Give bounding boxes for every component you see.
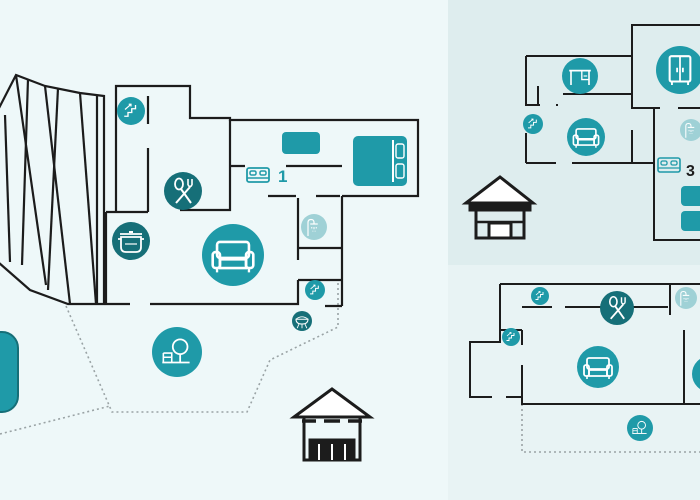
ground-floor-plan: 1 [0, 73, 420, 462]
pot-icon [112, 222, 150, 260]
pool-shape [0, 331, 19, 413]
stairs-icon [117, 97, 145, 125]
single-bed-shape [282, 132, 320, 154]
lower-floor-walls [469, 283, 700, 405]
sofa-icon [692, 359, 700, 389]
staircase-wing [0, 73, 106, 306]
room-number-1: 1 [278, 167, 287, 186]
bed-icon [657, 157, 681, 173]
stairs-icon [523, 114, 543, 134]
house-ground-floor-icon [289, 387, 375, 462]
lower-floor-background [448, 265, 700, 500]
room-number-3: 3 [686, 163, 695, 180]
shower-icon [675, 287, 697, 309]
stairs-icon [502, 328, 520, 346]
bed-icon [245, 163, 271, 187]
barbecue-icon [292, 311, 312, 331]
cutlery-icon [600, 291, 634, 325]
upper-bed-shape-2 [681, 211, 700, 231]
lower-terrace-outline [521, 404, 700, 453]
wardrobe-icon [656, 46, 700, 94]
sofa-icon [202, 224, 264, 286]
upper-floor-walls [525, 24, 700, 241]
upper-floor-plan: 3 [461, 24, 700, 241]
garden-outline [0, 405, 111, 435]
garden-tree-icon [152, 327, 202, 377]
stairs-icon [531, 287, 549, 305]
cutlery-icon [164, 172, 202, 210]
terrace-outline [65, 282, 339, 413]
sofa-icon [577, 346, 619, 388]
house-upper-floor-icon [461, 175, 538, 240]
shower-icon [680, 119, 700, 141]
upper-bed-shape-1 [681, 186, 700, 206]
lower-floor-plan [469, 283, 700, 453]
shower-icon [301, 214, 327, 240]
desk-icon [562, 58, 598, 94]
ground-floor-walls [104, 84, 420, 308]
stairs-icon [305, 280, 325, 300]
garden-tree-icon [627, 415, 653, 441]
sofa-icon [567, 118, 605, 156]
